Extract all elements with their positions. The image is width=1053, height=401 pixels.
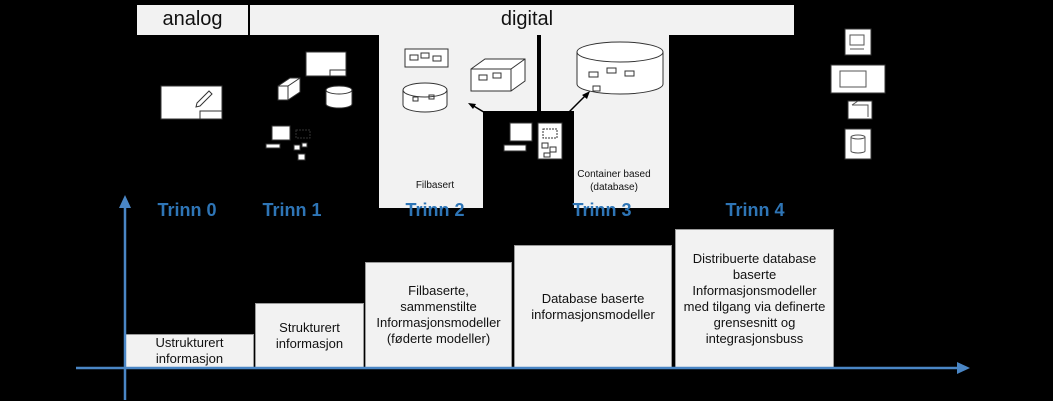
analog-band	[137, 5, 248, 35]
document-icon	[830, 64, 886, 94]
cylinder-icon	[844, 128, 872, 160]
database-cylinder-icon	[576, 41, 664, 95]
cylinder-icon	[402, 82, 448, 113]
step-label-3: Trinn 3	[572, 200, 632, 220]
document-icon	[404, 48, 449, 68]
digital-band	[250, 5, 794, 35]
computer-document-icon	[503, 122, 563, 160]
step-box-2: Filbaserte, sammenstilte Informasjonsmod…	[365, 262, 512, 368]
step-box-3: Database baserte informasjonsmodeller	[514, 245, 672, 368]
cube-icon	[470, 58, 526, 92]
container-caption-line1: Container based	[577, 169, 651, 180]
arrow-to-filbasert	[468, 103, 493, 118]
cube-icon	[277, 77, 301, 101]
document-icon	[305, 51, 347, 77]
step-box-4-label: Distribuerte database baserte Informasjo…	[683, 250, 826, 346]
trinn4-icons	[830, 28, 886, 160]
step-label-4: Trinn 4	[725, 200, 785, 220]
trinn1-icons	[265, 51, 353, 161]
document-pencil-icon	[160, 85, 223, 120]
step-box-4: Distribuerte database baserte Informasjo…	[675, 229, 834, 368]
cylinder-icon	[325, 85, 353, 109]
arrow-to-container	[565, 91, 590, 116]
step-box-1-label: Strukturert informasjon	[275, 319, 344, 351]
step-label-2: Trinn 2	[405, 200, 465, 220]
step-box-0-label: Ustrukturert informasjon	[155, 335, 224, 366]
filbasert-caption: Filbasert	[415, 180, 455, 191]
analog-label: analog	[162, 8, 223, 30]
filbasert-icons	[402, 48, 526, 113]
container-caption-line2: (database)	[590, 182, 638, 193]
step-box-3-label: Database baserte informasjonsmodeller	[531, 290, 655, 322]
y-axis-arrowhead	[119, 195, 131, 208]
step-box-2-label: Filbaserte, sammenstilte Informasjonsmod…	[376, 283, 501, 346]
computer-icon	[265, 125, 311, 161]
step-label-0: Trinn 0	[157, 200, 217, 220]
computer-icon	[844, 28, 872, 56]
step-label-1: Trinn 1	[262, 200, 322, 220]
cube-icon	[847, 100, 873, 120]
x-axis-arrowhead	[957, 362, 970, 374]
digital-label: digital	[500, 8, 554, 30]
